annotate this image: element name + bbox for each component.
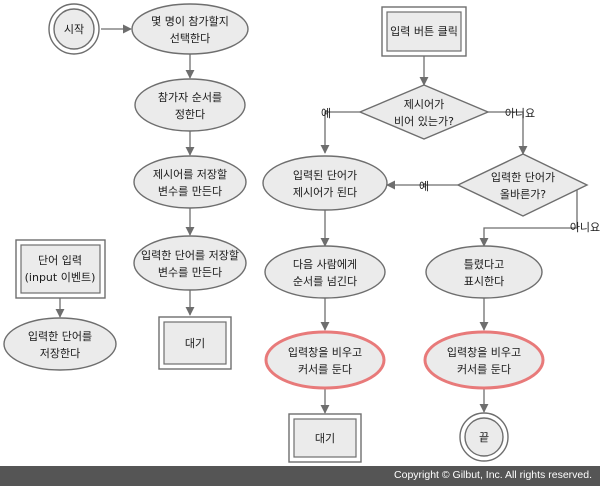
node-make-word-var-line-1: 제시어를 저장할 [153, 168, 227, 181]
svg-text:대기: 대기 [315, 432, 335, 445]
node-store-input: 입력한 단어를 저장한다 [3, 317, 117, 371]
node-clear-input-2-line-2: 커서를 둔다 [457, 363, 511, 376]
svg-text:다음 사람에게: 다음 사람에게 [293, 258, 357, 271]
node-is-input-correct-line-2: 올바른가? [500, 188, 546, 201]
svg-text:표시한다: 표시한다 [464, 275, 504, 288]
svg-text:입력된 단어가: 입력된 단어가 [293, 169, 357, 182]
svg-text:단어 입력: 단어 입력 [38, 254, 82, 267]
node-make-word-var-line-2: 변수를 만든다 [158, 185, 222, 198]
node-is-input-correct: 입력한 단어가 올바른가? [456, 153, 589, 217]
svg-text:입력한 단어를 저장할: 입력한 단어를 저장할 [141, 249, 239, 262]
node-wait-2-label: 대기 [315, 432, 335, 445]
svg-text:입력창을 비우고: 입력창을 비우고 [288, 346, 362, 359]
node-choose-players-line-1: 몇 명이 참가할지 [151, 15, 229, 28]
svg-text:저장한다: 저장한다 [40, 347, 80, 360]
svg-text:선택한다: 선택한다 [170, 32, 210, 45]
node-make-input-var-line-1: 입력한 단어를 저장할 [141, 249, 239, 262]
node-next-turn: 다음 사람에게 순서를 넘긴다 [264, 245, 386, 299]
svg-text:제시어를 저장할: 제시어를 저장할 [153, 168, 227, 181]
svg-text:시작: 시작 [64, 23, 84, 36]
node-choose-players-line-2: 선택한다 [170, 32, 210, 45]
node-clear-input-1: 입력창을 비우고 커서를 둔다 [264, 330, 386, 390]
node-input-becomes-word-line-2: 제시어가 된다 [293, 186, 357, 199]
svg-text:변수를 만든다: 변수를 만든다 [158, 266, 222, 279]
node-make-input-var-line-2: 변수를 만든다 [158, 266, 222, 279]
svg-text:제시어가: 제시어가 [404, 98, 444, 111]
copyright-text: Copyright © Gilbut, Inc. All rights rese… [394, 469, 592, 481]
node-set-order-line-1: 참가자 순서를 [158, 91, 222, 104]
connectors [55, 24, 578, 414]
node-is-word-empty: 제시어가 비어 있는가? [358, 84, 490, 140]
node-input-event-line-2: (input 이벤트) [25, 271, 96, 284]
svg-text:끝: 끝 [479, 431, 489, 444]
svg-text:정한다: 정한다 [175, 108, 205, 121]
svg-text:커서를 둔다: 커서를 둔다 [457, 363, 511, 376]
edge-label-empty-no: 아니요 [505, 107, 535, 120]
svg-text:(input 이벤트): (input 이벤트) [25, 271, 96, 284]
arrow-empty-no [488, 111, 528, 155]
node-set-order-line-2: 정한다 [175, 108, 205, 121]
node-wait-2: 대기 [288, 413, 362, 463]
svg-text:올바른가?: 올바른가? [500, 188, 546, 201]
node-input-becomes-word: 입력된 단어가 제시어가 된다 [262, 155, 388, 211]
node-store-input-line-1: 입력한 단어를 [28, 330, 92, 343]
svg-text:대기: 대기 [185, 337, 205, 350]
node-wait-1-label: 대기 [185, 337, 205, 350]
svg-text:몇 명이 참가할지: 몇 명이 참가할지 [151, 15, 229, 28]
svg-text:입력한 단어를: 입력한 단어를 [28, 330, 92, 343]
svg-text:변수를 만든다: 변수를 만든다 [158, 185, 222, 198]
node-click-button-label: 입력 버튼 클릭 [390, 25, 458, 38]
svg-text:입력 버튼 클릭: 입력 버튼 클릭 [390, 25, 458, 38]
svg-text:틀렸다고: 틀렸다고 [464, 258, 504, 271]
svg-text:입력한 단어가: 입력한 단어가 [491, 171, 555, 184]
edge-label-correct-yes: 예 [419, 180, 429, 193]
node-next-turn-line-2: 순서를 넘긴다 [293, 275, 357, 288]
node-end-label: 끝 [479, 431, 489, 444]
node-input-event: 단어 입력 (input 이벤트) [15, 239, 106, 299]
node-wait-1: 대기 [158, 316, 232, 370]
flowchart: 예 아니요 예 아니요 시작 몇 명이 참가할지 선택한다 참가자 순서를 정한… [3, 3, 600, 463]
arrow-empty-yes [320, 111, 360, 154]
node-clear-input-1-line-1: 입력창을 비우고 [288, 346, 362, 359]
svg-text:순서를 넘긴다: 순서를 넘긴다 [293, 275, 357, 288]
node-clear-input-2-line-1: 입력창을 비우고 [447, 346, 521, 359]
arrow-correct-no [479, 185, 578, 247]
node-next-turn-line-1: 다음 사람에게 [293, 258, 357, 271]
node-click-button: 입력 버튼 클릭 [381, 6, 467, 57]
node-show-wrong-line-2: 표시한다 [464, 275, 504, 288]
copyright-footer: Copyright © Gilbut, Inc. All rights rese… [0, 466, 600, 486]
node-store-input-line-2: 저장한다 [40, 347, 80, 360]
node-choose-players: 몇 명이 참가할지 선택한다 [131, 3, 249, 55]
node-is-word-empty-line-1: 제시어가 [404, 98, 444, 111]
edge-label-correct-no: 아니요 [570, 221, 600, 234]
node-start-label: 시작 [64, 23, 84, 36]
node-is-word-empty-line-2: 비어 있는가? [394, 115, 454, 128]
svg-text:비어 있는가?: 비어 있는가? [394, 115, 454, 128]
svg-text:제시어가 된다: 제시어가 된다 [293, 186, 357, 199]
svg-text:커서를 둔다: 커서를 둔다 [298, 363, 352, 376]
node-end: 끝 [459, 412, 509, 462]
node-make-input-var: 입력한 단어를 저장할 변수를 만든다 [133, 235, 247, 291]
node-set-order: 참가자 순서를 정한다 [134, 78, 246, 132]
node-clear-input-1-line-2: 커서를 둔다 [298, 363, 352, 376]
edge-label-empty-yes: 예 [321, 107, 331, 120]
node-is-input-correct-line-1: 입력한 단어가 [491, 171, 555, 184]
node-start: 시작 [48, 3, 100, 55]
svg-text:입력창을 비우고: 입력창을 비우고 [447, 346, 521, 359]
svg-text:참가자 순서를: 참가자 순서를 [158, 91, 222, 104]
node-clear-input-2: 입력창을 비우고 커서를 둔다 [423, 330, 545, 390]
node-show-wrong-line-1: 틀렸다고 [464, 258, 504, 271]
node-input-becomes-word-line-1: 입력된 단어가 [293, 169, 357, 182]
node-show-wrong: 틀렸다고 표시한다 [425, 245, 543, 299]
node-input-event-line-1: 단어 입력 [38, 254, 82, 267]
node-make-word-var: 제시어를 저장할 변수를 만든다 [133, 155, 247, 209]
